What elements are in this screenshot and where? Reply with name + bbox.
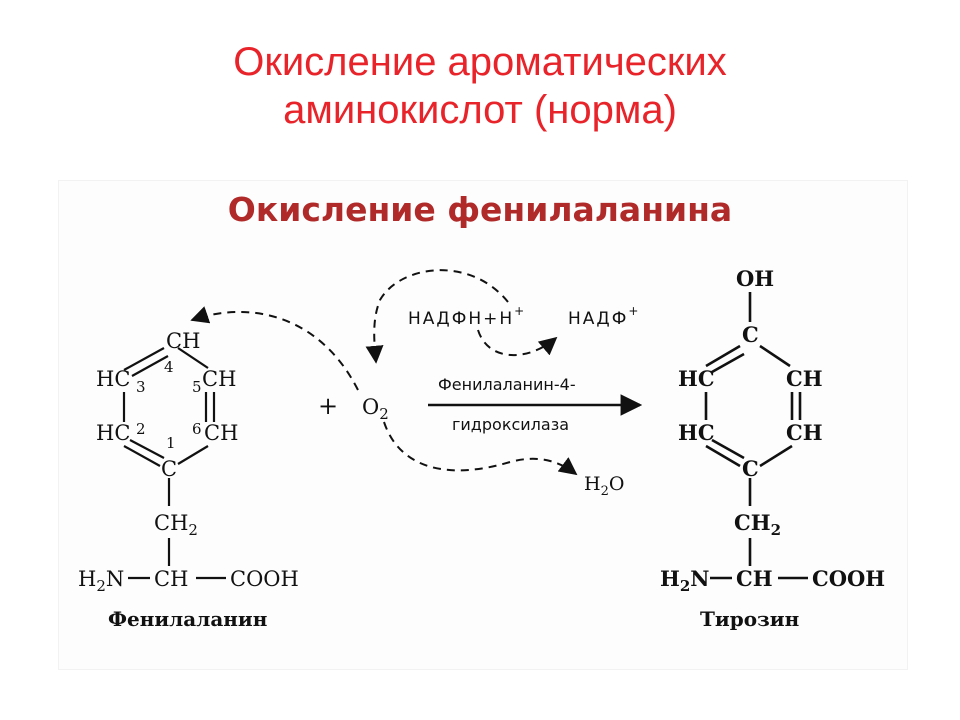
bond-c2-c1-double xyxy=(129,439,165,459)
phe-cooh: COOH xyxy=(230,567,299,591)
bond-c4-c5 xyxy=(177,347,209,369)
tyr-c-bottom: C xyxy=(742,456,759,481)
phenylalanine-bonds xyxy=(122,347,226,580)
tyr-c-top: C xyxy=(742,322,759,347)
phe-num-4: 4 xyxy=(164,358,174,376)
tyr-cooh: COOH xyxy=(812,566,885,591)
bond-c2-c1 xyxy=(123,445,161,467)
bond-hc-c-bottom-double xyxy=(711,438,745,460)
tyrosine-bonds xyxy=(704,292,808,580)
phe-c1: C xyxy=(161,457,177,481)
nadph-to-oxygen-arrow xyxy=(365,269,509,364)
tyrosine-name: Тирозин xyxy=(700,607,799,631)
phe-ch5: CH xyxy=(202,367,236,391)
bond-c4-c3 xyxy=(123,347,165,371)
nadph-to-nadp-arrow xyxy=(477,329,558,357)
nadph-label: НАДФН+Н+ xyxy=(408,304,526,329)
water-molecule: H2O xyxy=(584,473,624,499)
phe-num-1: 1 xyxy=(166,434,176,452)
phe-amino-group: H2N xyxy=(78,567,124,595)
bond-ch-c-bottom xyxy=(759,444,793,468)
slide-title-line-2: аминокислот (норма) xyxy=(283,88,677,132)
figure-title: Окисление фенилаланина xyxy=(227,190,733,229)
slide-title-line-1: Окисление ароматических xyxy=(233,40,727,84)
bond-c-ch-top xyxy=(759,344,791,368)
phe-ch2: CH2 xyxy=(154,511,198,539)
plus-sign: + xyxy=(318,392,338,420)
oxygen-to-water-arrow xyxy=(383,421,578,476)
tyr-hc-left-top: HC xyxy=(678,366,715,391)
phe-alpha-ch: CH xyxy=(154,567,188,591)
phe-hc2: HC xyxy=(96,421,130,445)
tyr-amino-group: H2N xyxy=(660,566,709,595)
phe-hc3: HC xyxy=(96,367,130,391)
tyr-ch-right-bottom: CH xyxy=(786,420,823,445)
phenylalanine-name: Фенилаланин xyxy=(108,607,267,631)
phe-num-3: 3 xyxy=(136,378,146,396)
oxygen-to-ring-arrow xyxy=(190,306,359,391)
phe-ch-top: CH xyxy=(166,329,200,353)
tyr-ch-right-top: CH xyxy=(786,366,823,391)
phe-ch6: CH xyxy=(204,421,238,445)
bond-hc-c-bottom xyxy=(705,444,741,468)
enzyme-name-line-1: Фенилаланин-4- xyxy=(438,375,576,394)
slide-title: Окисление ароматических аминокислот (нор… xyxy=(0,38,960,134)
tyr-alpha-ch: CH xyxy=(736,566,773,591)
enzyme-name-line-2: гидроксилаза xyxy=(452,415,569,434)
oxygen-molecule: O2 xyxy=(362,395,389,423)
phe-num-2: 2 xyxy=(136,420,146,438)
bond-c-hc-top xyxy=(705,344,741,368)
bond-c4-c3-double xyxy=(131,355,169,377)
nadp-label: НАДФ+ xyxy=(568,304,640,329)
bond-c6-c1 xyxy=(177,445,209,465)
tyr-hc-left-bottom: HC xyxy=(678,420,715,445)
bond-c-hc-top-double xyxy=(711,352,745,374)
tyr-oh: OH xyxy=(736,266,774,291)
tyr-ch2: CH2 xyxy=(734,510,781,539)
phe-num-6: 6 xyxy=(192,420,202,438)
reaction-figure xyxy=(58,180,908,670)
phe-num-5: 5 xyxy=(192,378,202,396)
